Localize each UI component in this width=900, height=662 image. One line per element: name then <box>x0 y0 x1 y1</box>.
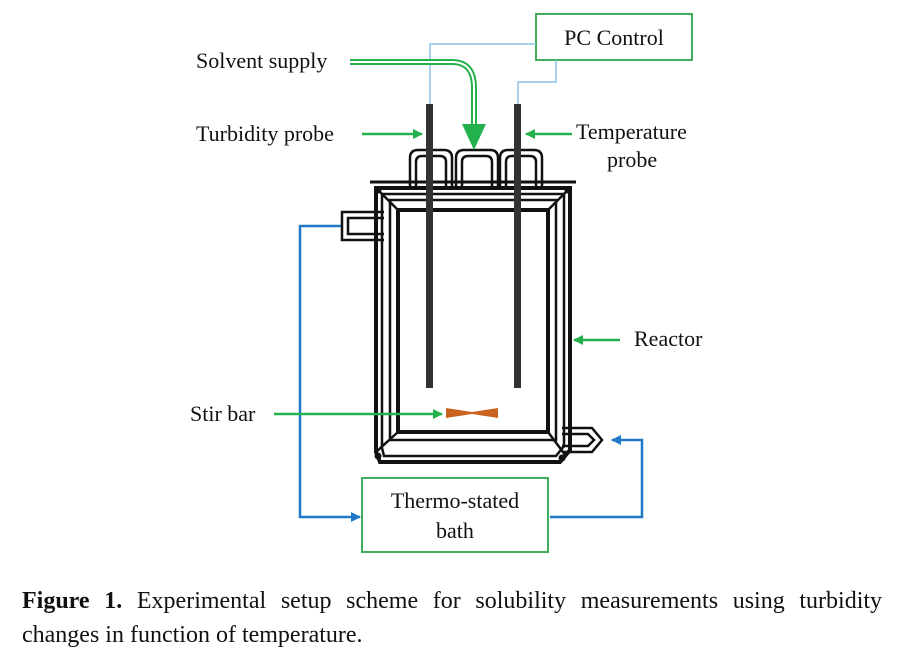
pc-control-box: PC Control <box>535 13 693 61</box>
bath-label-line2: bath <box>436 518 474 543</box>
inlet-circulation-line <box>298 224 361 522</box>
reactor-vessel <box>370 180 576 464</box>
temperature-probe-label-line2: probe <box>607 147 657 172</box>
temperature-probe-label-line1: Temperature <box>576 119 687 144</box>
caption-text: Experimental setup scheme for solubility… <box>22 588 883 648</box>
pc-control-label: PC Control <box>564 25 664 50</box>
jacket-inlet-port <box>340 210 384 242</box>
bath-label-line1: Thermo-stated <box>391 488 519 513</box>
turbidity-probe <box>426 104 433 388</box>
solvent-supply-label: Solvent supply <box>196 48 327 73</box>
pointer-arrows <box>274 129 620 419</box>
experimental-setup-diagram: PC Control Thermo-stated bath <box>190 13 703 553</box>
control-wires <box>429 43 557 106</box>
temperature-probe <box>514 104 521 388</box>
outlet-circulation-line <box>550 435 644 519</box>
jacket-outlet-port <box>562 426 604 454</box>
solvent-supply-arrow <box>350 59 486 150</box>
turbidity-probe-label: Turbidity probe <box>196 121 334 146</box>
stir-bar-label: Stir bar <box>190 401 256 426</box>
figure-caption: Figure 1. Experimental setup scheme for … <box>22 584 882 652</box>
stir-bar <box>446 408 498 418</box>
thermostated-bath-box: Thermo-stated bath <box>361 477 549 553</box>
circulation-lines <box>298 224 644 522</box>
reactor-label: Reactor <box>634 326 703 351</box>
figure-number: Figure 1. <box>22 588 123 614</box>
